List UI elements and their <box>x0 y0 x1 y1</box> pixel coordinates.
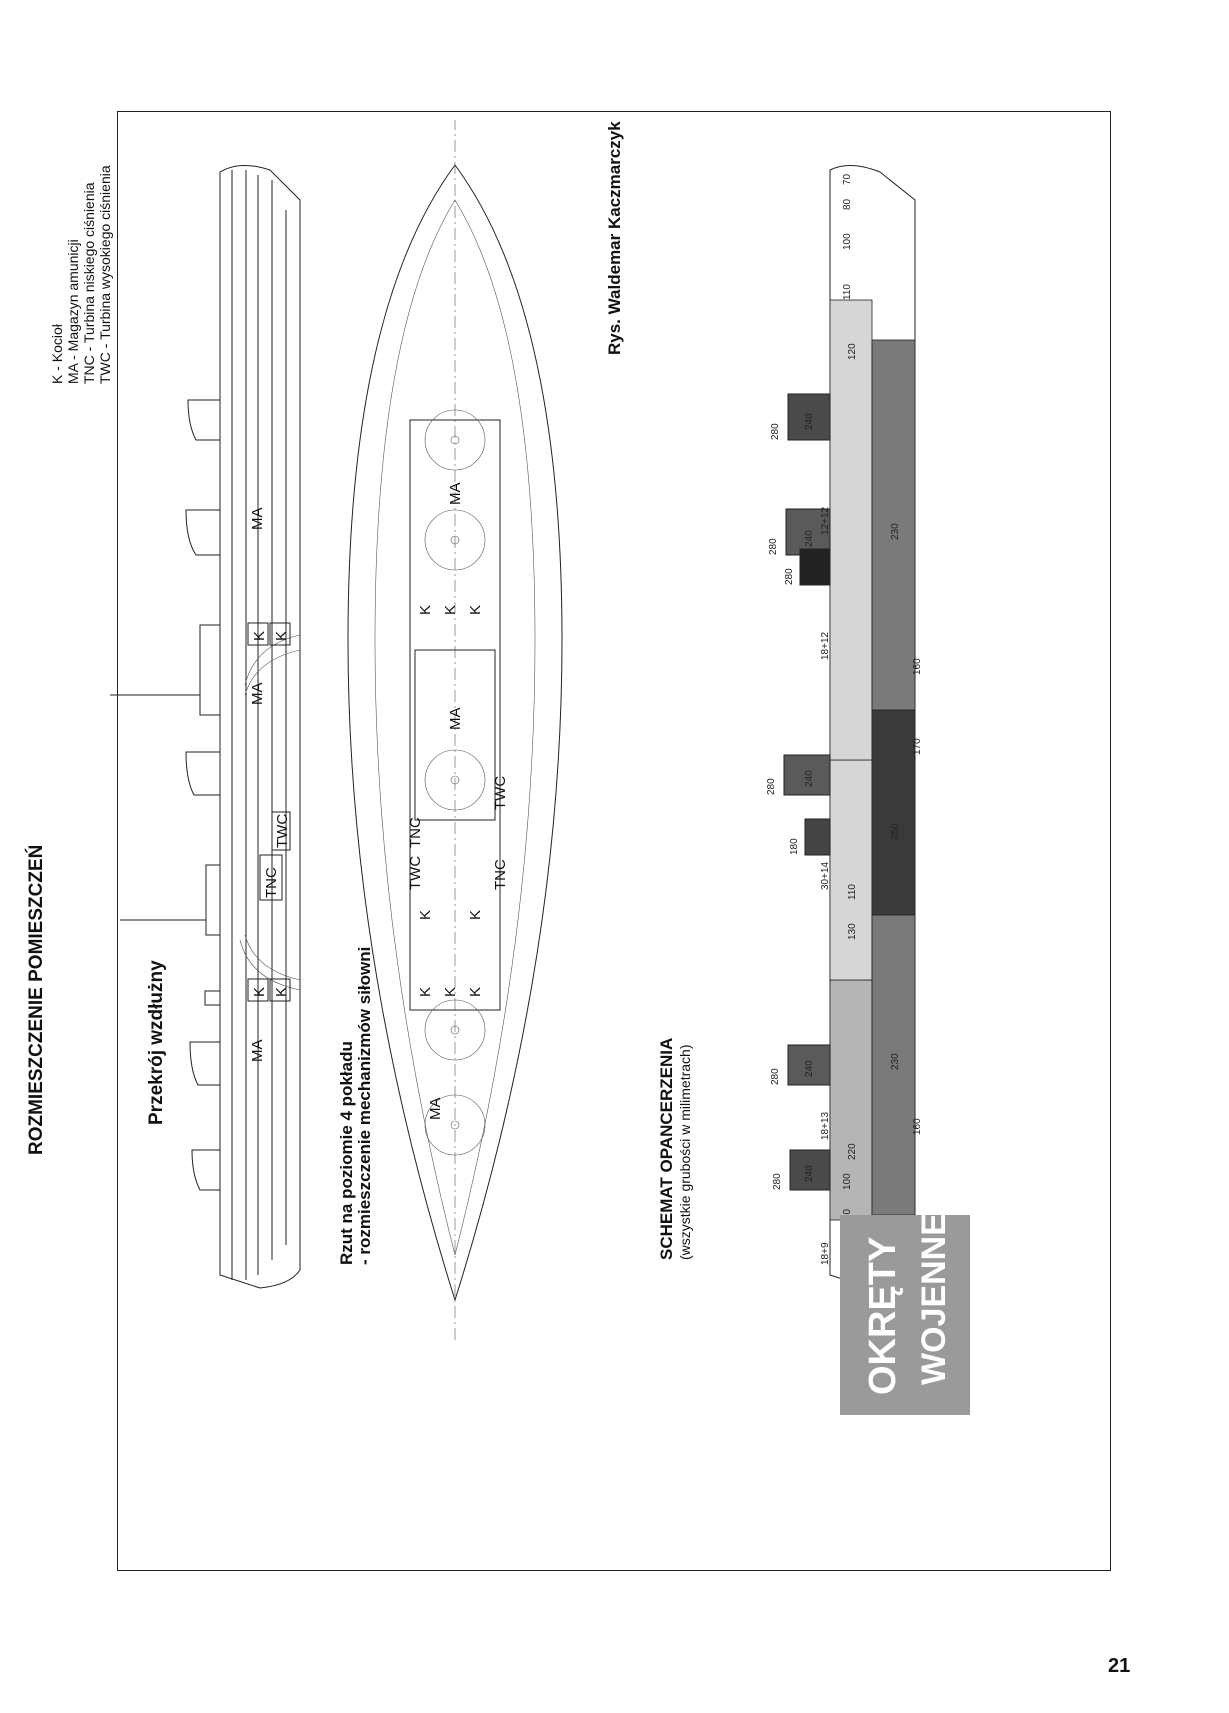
plan-title-line2: - rozmieszczenie mechanizmów siłowni <box>355 947 374 1265</box>
armor-value: 240 <box>804 530 815 547</box>
longitudinal-title: Przekrój wzdłużny <box>146 960 167 1125</box>
plan-label: TWC <box>492 776 509 810</box>
legend-item: MA - Magazyn amunicji <box>65 239 81 384</box>
plan-label: TNC <box>492 859 509 890</box>
armor-value: 18+12 <box>820 631 831 660</box>
legend: K - Kocioł MA - Magazyn amunicji TNC - T… <box>49 165 113 384</box>
compartment-label: K <box>273 987 290 997</box>
page-frame <box>117 111 1111 1571</box>
ship-plans-drawing: ROZMIESZCZENIE POMIESZCZEŃ Przekrój wzdł… <box>25 120 970 1415</box>
compartment-label: K <box>251 987 268 997</box>
compartment-label: MA <box>249 1040 266 1063</box>
plan-label: MA <box>447 483 464 506</box>
armor-value: 18+13 <box>820 1111 831 1140</box>
armor-value: 130 <box>847 923 858 940</box>
logo-line1: OKRĘTY <box>862 1237 904 1395</box>
armor-value: 240 <box>804 413 815 430</box>
armor-title-line2: (wszystkie grubości w milimetrach) <box>677 1045 693 1260</box>
compartment-label: TWC <box>274 814 291 848</box>
compartment-label: MA <box>249 508 266 531</box>
armor-value: 18+9 <box>820 1242 831 1265</box>
armor-value: 280 <box>770 423 781 440</box>
armor-value: 280 <box>768 538 779 555</box>
armor-value: 120 <box>847 343 858 360</box>
armor-value: 280 <box>766 778 777 795</box>
plan-label: MA <box>447 708 464 731</box>
plan-label: K <box>417 987 434 997</box>
plan-label: K <box>442 987 459 997</box>
armor-value: 30+14 <box>820 861 831 890</box>
armor-value: 100 <box>842 233 853 250</box>
armor-value: 90 <box>842 1208 853 1220</box>
longitudinal-section: MA K K TNC TWC MA K K MA <box>110 165 301 1289</box>
compartment-label: TNC <box>263 867 280 898</box>
plan-title-line1: Rzut na poziomie 4 pokładu <box>337 1041 356 1265</box>
logo-line2: WOJENNE <box>915 1213 953 1385</box>
armor-value: 240 <box>804 1060 815 1077</box>
plan-label: K <box>417 910 434 920</box>
plan-label: TWC <box>407 856 424 890</box>
armor-value: 230 <box>890 523 901 540</box>
armor-value: 70 <box>842 173 853 185</box>
armor-value: 180 <box>789 838 800 855</box>
okrety-wojenne-logo: OKRĘTY WOJENNE <box>840 1213 970 1415</box>
armor-value: 250 <box>890 823 901 840</box>
plan-label: K <box>442 605 459 615</box>
armor-value: 240 <box>804 770 815 787</box>
plan-label: K <box>467 605 484 615</box>
legend-item: K - Kocioł <box>49 323 65 384</box>
armor-value: 110 <box>847 884 858 900</box>
armor-value: 240 <box>804 1165 815 1182</box>
armor-value: 280 <box>784 568 795 585</box>
armor-value: 12+12 <box>820 506 831 535</box>
plan-label: MA <box>427 1098 444 1121</box>
armor-value: 230 <box>890 1053 901 1070</box>
armor-value: 110 <box>842 284 853 300</box>
compartment-label: K <box>251 631 268 641</box>
armor-value: 280 <box>772 1173 783 1190</box>
plan-label: K <box>467 910 484 920</box>
armor-value: 170 <box>912 738 923 755</box>
plan-label: TNC <box>407 817 424 848</box>
legend-item: TWC - Turbina wysokiego ciśnienia <box>97 165 113 384</box>
armor-value: 280 <box>770 1068 781 1085</box>
main-title: ROZMIESZCZENIE POMIESZCZEŃ <box>25 845 47 1155</box>
armor-scheme: SCHEMAT OPANCERZENIA (wszystkie grubości… <box>657 165 923 1289</box>
compartment-label: K <box>273 631 290 641</box>
rotated-sheet: ROZMIESZCZENIE POMIESZCZEŃ Przekrój wzdł… <box>25 120 970 1415</box>
page-number: 21 <box>1108 1655 1131 1677</box>
armor-value: 80 <box>842 198 853 210</box>
deck-plan: Rzut na poziomie 4 pokładu - rozmieszcze… <box>337 120 563 1340</box>
drawing-credit: Rys. Waldemar Kaczmarczyk <box>605 121 624 355</box>
compartment-label: MA <box>249 683 266 706</box>
armor-value: 220 <box>847 1143 858 1160</box>
armor-value: 160 <box>912 1118 923 1135</box>
legend-item: TNC - Turbina niskiego ciśnienia <box>81 182 97 384</box>
armor-title-line1: SCHEMAT OPANCERZENIA <box>657 1038 676 1260</box>
plan-label: K <box>467 987 484 997</box>
armor-value: 160 <box>912 658 923 675</box>
plan-label: K <box>417 605 434 615</box>
armor-value: 100 <box>842 1173 853 1190</box>
